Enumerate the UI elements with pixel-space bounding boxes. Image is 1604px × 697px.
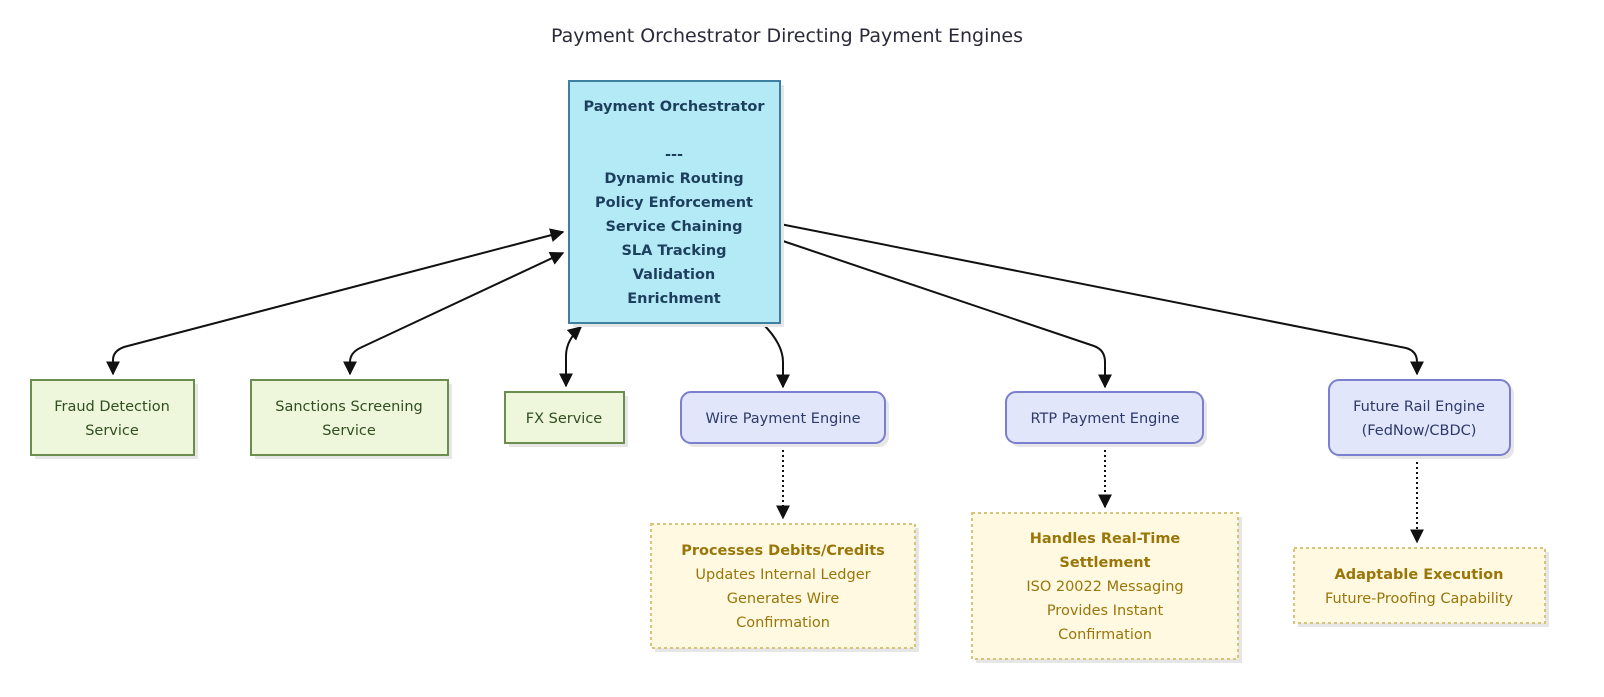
orchestrator-separator: --- [665, 147, 683, 163]
diagram-title: Payment Orchestrator Directing Payment E… [551, 25, 1023, 47]
note-line: Future-Proofing Capability [1325, 591, 1513, 607]
note-line: ISO 20022 Messaging [1026, 579, 1183, 595]
node-label: Sanctions Screening [275, 399, 422, 415]
capability: Dynamic Routing [604, 171, 743, 187]
node-label: (FedNow/CBDC) [1362, 423, 1477, 439]
edge-orchestrator-rtp [779, 239, 1112, 389]
wire-engine-node[interactable]: Wire Payment Engine [680, 391, 889, 447]
node-label: Service [85, 423, 139, 439]
future-rail-engine-node[interactable]: Future Rail Engine (FedNow/CBDC) [1328, 379, 1514, 459]
edge-orchestrator-fx [559, 326, 583, 388]
note-heading: Adaptable Execution [1335, 567, 1504, 583]
rtp-note: Handles Real-Time Settlement ISO 20022 M… [971, 512, 1242, 663]
note-line: Confirmation [736, 615, 830, 631]
fx-service-node[interactable]: FX Service [504, 391, 628, 447]
sanctions-screening-node[interactable]: Sanctions Screening Service [250, 379, 452, 459]
note-heading: Processes Debits/Credits [681, 543, 885, 559]
edge-orchestrator-future [779, 223, 1424, 376]
note-line: Updates Internal Ledger [695, 567, 870, 583]
node-label: Service [322, 423, 376, 439]
orchestrator-name: Payment Orchestrator [583, 99, 765, 115]
node-label: Future Rail Engine [1353, 399, 1485, 415]
note-heading: Settlement [1059, 555, 1150, 571]
node-label: Wire Payment Engine [705, 411, 860, 427]
capability: Policy Enforcement [595, 195, 753, 211]
orchestrator-node[interactable]: Payment Orchestrator --- Dynamic Routing… [568, 80, 784, 327]
node-label: FX Service [526, 411, 603, 427]
rtp-engine-node[interactable]: RTP Payment Engine [1005, 391, 1207, 447]
wire-note: Processes Debits/Credits Updates Interna… [650, 523, 919, 652]
note-heading: Handles Real-Time [1030, 531, 1181, 547]
node-label: RTP Payment Engine [1030, 411, 1179, 427]
future-note: Adaptable Execution Future-Proofing Capa… [1293, 547, 1549, 627]
capability: Validation [633, 267, 716, 283]
capability: SLA Tracking [621, 243, 726, 259]
capability: Enrichment [627, 291, 721, 307]
note-line: Confirmation [1058, 627, 1152, 643]
fraud-detection-node[interactable]: Fraud Detection Service [30, 379, 198, 459]
note-line: Provides Instant [1047, 603, 1164, 619]
edge-orchestrator-wire [762, 323, 790, 389]
capability: Service Chaining [605, 219, 742, 235]
edge-orchestrator-sanctions [343, 252, 565, 376]
edge-orchestrator-fraud [106, 228, 565, 376]
node-label: Fraud Detection [54, 399, 170, 415]
note-line: Generates Wire [727, 591, 840, 607]
